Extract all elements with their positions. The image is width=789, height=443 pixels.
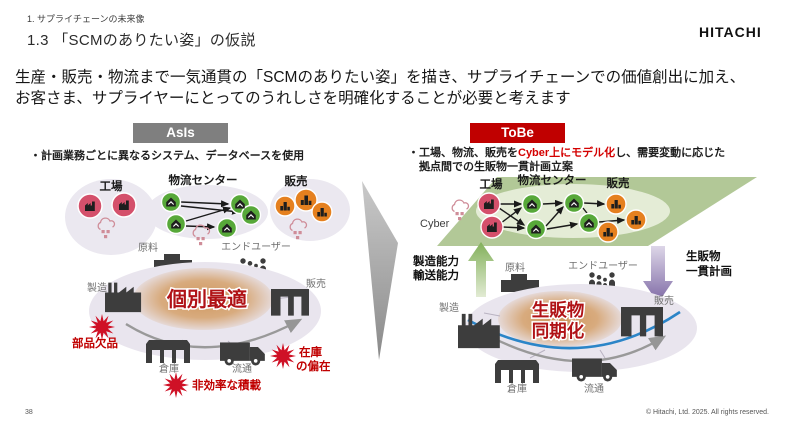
lead-text: 生産・販売・物流まで一気通貫の「SCMのありたい姿」を描き、サプライチェーンでの… — [15, 67, 785, 109]
issue-burst-icon — [163, 372, 189, 398]
sales-store-icon — [271, 289, 309, 316]
asis-center-label: 個別最適 — [166, 287, 247, 311]
lead-line-1: 生産・販売・物流まで一気通貫の「SCMのありたい姿」を描き、サプライチェーンでの… — [15, 69, 746, 86]
asis-diagram: 工場 物流センター 販売 — [65, 173, 350, 398]
tobe-center-glow — [498, 291, 622, 347]
tobe-sales-label: 販売 — [654, 294, 674, 307]
asis-logistics-group-label: 物流センター — [169, 173, 238, 187]
page-number: 38 — [25, 409, 33, 416]
asis-bullet: ・計画業務ごとに異なるシステム、データベースを使用 — [30, 150, 305, 162]
tobe-logistics-group-label: 物流センター — [518, 173, 587, 187]
asis-distribution-label: 流通 — [232, 362, 252, 375]
transition-arrow — [362, 181, 398, 360]
tobe-warehouse-label: 倉庫 — [507, 382, 527, 395]
asis-issue-inventory-1: 在庫 — [299, 345, 322, 359]
asis-header-tag: AsIs — [133, 123, 228, 143]
asis-warehouse-label: 倉庫 — [159, 362, 179, 375]
copyright: © Hitachi, Ltd. 2025. All rights reserve… — [645, 409, 769, 416]
plan-down-arrow — [643, 246, 673, 303]
asis-logistics-nodes — [160, 191, 262, 246]
asis-manufacturing-label: 製造 — [87, 281, 107, 294]
tobe-center-label-1: 生販物 — [532, 300, 585, 320]
asis-issue-loading: 非効率な積載 — [192, 378, 261, 392]
warehouse-icon — [495, 360, 539, 383]
lead-line-2: お客さま、サプライヤーにとってのうれしさを明確化することが必要と考えます — [15, 90, 571, 107]
cyber-nodes — [477, 192, 647, 243]
tobe-sales-group-label: 販売 — [607, 176, 630, 190]
hitachi-logo: HITACHI — [699, 24, 762, 40]
tobe-header-tag: ToBe — [470, 123, 565, 143]
tobe-bullet-red: Cyber上にモデル化 — [518, 147, 616, 159]
tobe-bullet-line1: ・工場、物流、販売をCyber上にモデル化し、需要変動に応じた — [408, 144, 725, 160]
tobe-raw-material-label: 原料 — [505, 261, 525, 274]
asis-factory-group-label: 工場 — [100, 179, 123, 193]
asis-issue-inventory-2: の偏在 — [296, 359, 331, 373]
asis-end-user-label: エンドユーザー — [221, 241, 291, 253]
asis-sales-group-label: 販売 — [285, 174, 308, 188]
page-title: 1.3 「SCMのありたい姿」の仮説 — [27, 32, 256, 49]
tobe-center-label-2: 同期化 — [532, 321, 585, 341]
sales-store-icon — [621, 307, 663, 337]
tobe-diagram: Cyber 工場 物流センター 販売 — [412, 173, 757, 395]
tobe-manufacturing-label: 製造 — [439, 301, 459, 314]
asis-flow-arc — [125, 318, 303, 349]
plan-label-2: 一貫計画 — [686, 264, 732, 278]
cyber-label: Cyber — [420, 218, 450, 230]
capacity-label-1: 製造能力 — [412, 254, 459, 268]
breadcrumb: 1. サプライチェーンの未来像 — [27, 14, 145, 24]
asis-issue-parts: 部品欠品 — [72, 336, 118, 350]
capacity-label-2: 輸送能力 — [413, 268, 459, 282]
asis-center-glow — [133, 268, 273, 330]
tobe-bullet-pre: ・工場、物流、販売を — [408, 147, 518, 159]
tobe-bullet-post: し、需要変動に応じた — [615, 147, 726, 159]
asis-sales-nodes — [274, 188, 333, 240]
tobe-factory-group-label: 工場 — [480, 177, 503, 191]
tobe-distribution-label: 流通 — [584, 382, 604, 395]
tobe-bullet-line2: 拠点間での生販物一貫計画立案 — [419, 161, 573, 173]
capacity-up-arrow — [468, 242, 494, 297]
asis-sales-label: 販売 — [306, 277, 326, 290]
asis-factory-nodes — [77, 192, 137, 239]
plan-label-1: 生販物 — [686, 249, 721, 263]
tobe-end-user-label: エンドユーザー — [568, 260, 638, 272]
asis-raw-material-label: 原料 — [138, 241, 158, 254]
